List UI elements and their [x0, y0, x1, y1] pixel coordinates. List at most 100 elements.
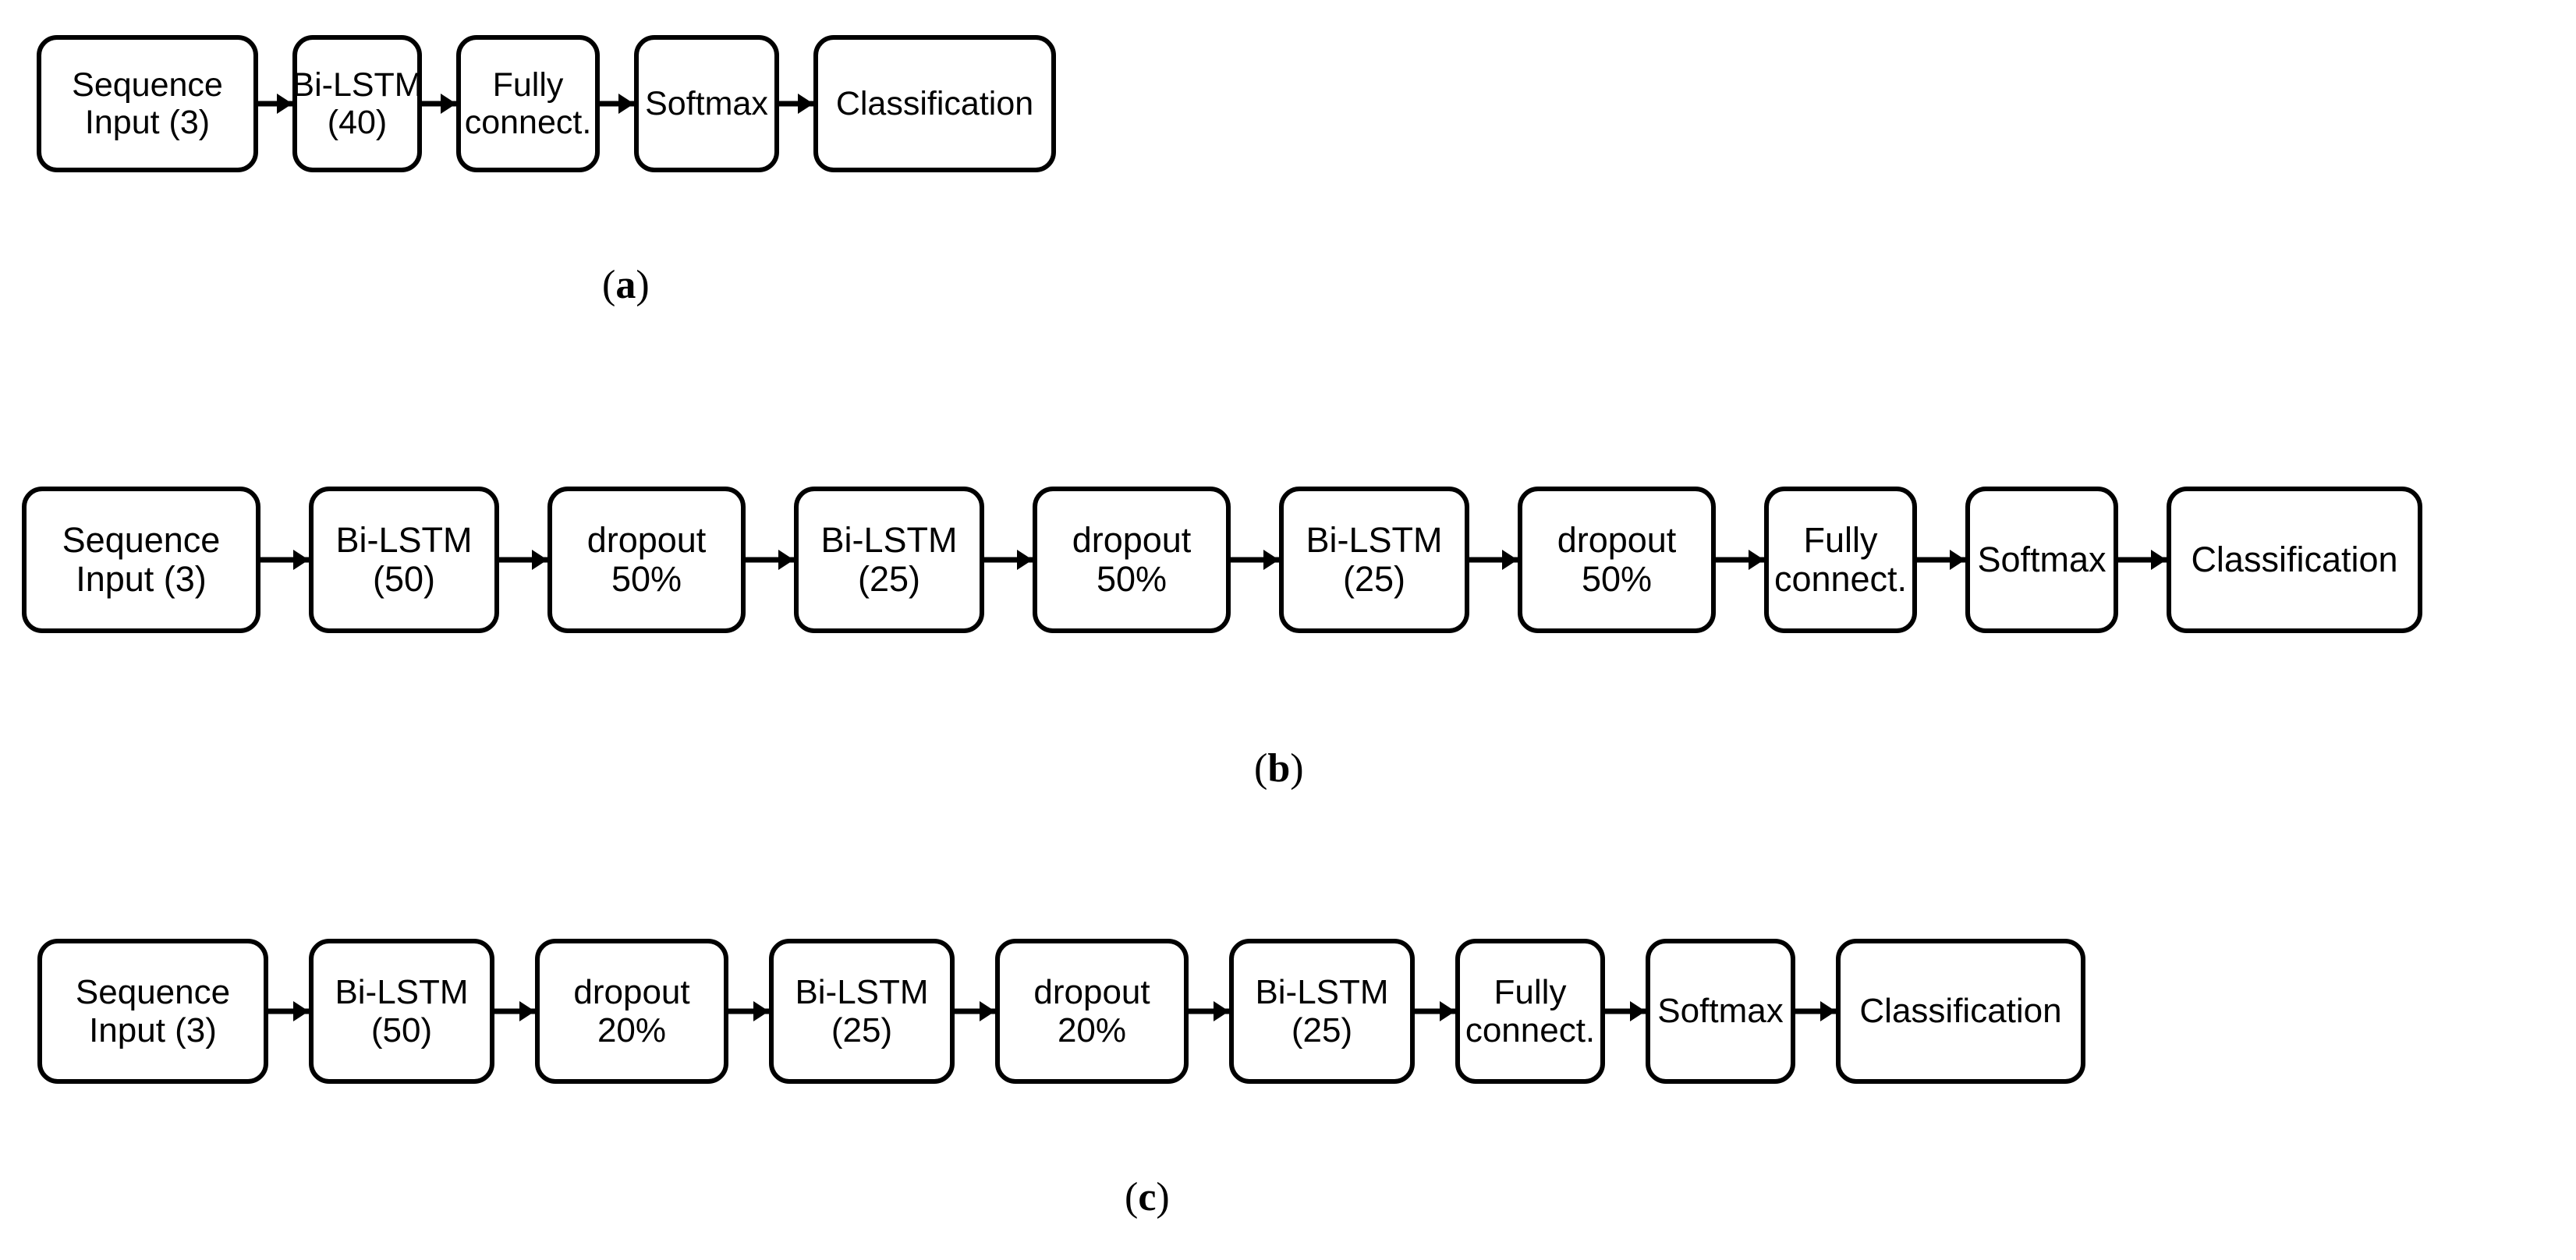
- layer-label-line2: 20%: [1057, 1011, 1127, 1049]
- arrow-right-icon: [779, 94, 813, 114]
- layer-label-line1: Softmax: [1977, 539, 2107, 579]
- arrow-right-icon: [1605, 1001, 1646, 1021]
- arrow-right-icon: [728, 1001, 769, 1021]
- arrow-right-icon: [1231, 550, 1279, 570]
- arrow-head: [1440, 1001, 1455, 1021]
- arrow-head: [1263, 550, 1279, 570]
- arrow-shaft: [1231, 557, 1279, 563]
- layer-label-line2: (50): [370, 1011, 433, 1049]
- arrow-head: [753, 1001, 769, 1021]
- layer-label-line1: Fully: [492, 65, 564, 104]
- arrow-shaft: [1795, 1008, 1836, 1014]
- layer-label-line1: Bi-LSTM: [1306, 519, 1443, 560]
- subfigure-caption-c: (c): [1125, 1175, 1170, 1219]
- arrow-head: [1214, 1001, 1229, 1021]
- layer-node-classification: Classification: [1836, 939, 2085, 1084]
- arrow-shaft: [2118, 557, 2167, 563]
- layer-node-bi-lstm-3: Bi-LSTM(25): [1279, 487, 1469, 633]
- layer-label-line1: Classification: [1859, 992, 2062, 1031]
- arrow-right-icon: [600, 94, 634, 114]
- arrow-shaft: [1917, 557, 1965, 563]
- arrow-shaft: [746, 557, 794, 563]
- layer-label-line1: Softmax: [1657, 992, 1784, 1031]
- layer-node-softmax: Softmax: [1646, 939, 1795, 1084]
- layer-label-line1: Bi-LSTM: [335, 519, 473, 560]
- arrow-head: [293, 1001, 309, 1021]
- arrow-right-icon: [1917, 550, 1965, 570]
- layer-node-bi-lstm-1: Bi-LSTM(50): [309, 487, 499, 633]
- arrow-shaft: [600, 101, 634, 107]
- layer-label-line2: 50%: [1581, 559, 1653, 599]
- arrow-right-icon: [494, 1001, 535, 1021]
- layer-node-bi-lstm-1: Bi-LSTM(50): [309, 939, 494, 1084]
- subfigure-caption-a: (a): [602, 263, 650, 307]
- layer-label-line1: Sequence: [62, 519, 221, 560]
- layer-label-line2: (25): [857, 559, 921, 599]
- arrow-head: [618, 94, 634, 114]
- layer-label-line2: (50): [372, 559, 436, 599]
- arrow-head: [778, 550, 794, 570]
- arrow-shaft: [422, 101, 456, 107]
- layer-label-line1: Bi-LSTM: [292, 65, 423, 104]
- layer-label-line1: Bi-LSTM: [335, 972, 469, 1011]
- arrow-head: [441, 94, 456, 114]
- arrow-shaft: [1605, 1008, 1646, 1014]
- layer-label-line1: Sequence: [72, 65, 223, 104]
- arrow-head: [1630, 1001, 1646, 1021]
- layer-label-line2: (25): [1291, 1011, 1353, 1049]
- layer-label-line1: dropout: [1557, 519, 1677, 560]
- layer-label-line1: dropout: [1033, 972, 1150, 1011]
- layer-label-line1: Bi-LSTM: [795, 972, 929, 1011]
- arrow-shaft: [779, 101, 813, 107]
- arrow-right-icon: [258, 94, 292, 114]
- arrow-head: [1502, 550, 1518, 570]
- arrow-head: [277, 94, 292, 114]
- layer-label-line1: Classification: [835, 84, 1034, 122]
- arrow-shaft: [260, 557, 309, 563]
- layer-label-line1: dropout: [1072, 519, 1192, 560]
- layer-node-softmax: Softmax: [1965, 487, 2118, 633]
- arrow-head: [2151, 550, 2167, 570]
- layer-label-line2: 50%: [611, 559, 682, 599]
- arrow-right-icon: [268, 1001, 309, 1021]
- arrow-head: [1017, 550, 1033, 570]
- layer-label-line2: connect.: [1465, 1011, 1596, 1049]
- arrow-right-icon: [746, 550, 794, 570]
- arrow-right-icon: [499, 550, 547, 570]
- arrow-head: [519, 1001, 535, 1021]
- layer-label-line2: connect.: [464, 104, 592, 141]
- layer-label-line2: Input (3): [84, 104, 211, 141]
- layer-label-line1: Classification: [2191, 539, 2398, 579]
- arrow-shaft: [984, 557, 1033, 563]
- layer-label-line2: (25): [831, 1011, 893, 1049]
- arrow-shaft: [268, 1008, 309, 1014]
- subfigure-caption-b: (b): [1254, 746, 1304, 791]
- layer-label-line1: dropout: [586, 519, 707, 560]
- layer-node-bi-lstm-2: Bi-LSTM(25): [794, 487, 984, 633]
- layer-node-softmax: Softmax: [634, 35, 779, 172]
- layer-label-line1: dropout: [573, 972, 690, 1011]
- arrow-shaft: [499, 557, 547, 563]
- layer-node-classification: Classification: [813, 35, 1056, 172]
- layer-label-line1: Sequence: [75, 972, 231, 1011]
- arrow-head: [980, 1001, 995, 1021]
- layer-label-line2: 20%: [597, 1011, 667, 1049]
- arrow-right-icon: [955, 1001, 995, 1021]
- layer-node-classification: Classification: [2167, 487, 2422, 633]
- arrow-right-icon: [1795, 1001, 1836, 1021]
- layer-label-line2: Input (3): [89, 1011, 217, 1049]
- arrow-shaft: [1716, 557, 1764, 563]
- layer-label-line2: Input (3): [76, 559, 207, 599]
- arrow-right-icon: [1716, 550, 1764, 570]
